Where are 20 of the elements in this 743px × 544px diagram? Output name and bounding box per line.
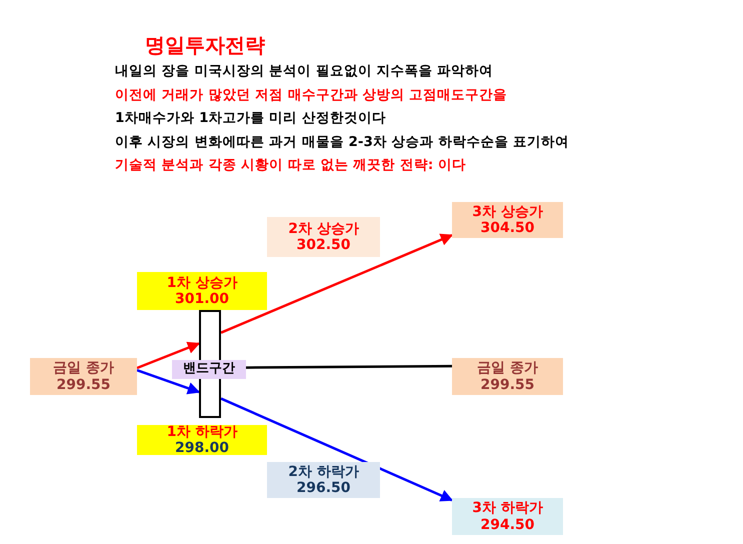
price-box: 2차 상승가 302.50 (267, 217, 380, 257)
arrow (220, 234, 454, 334)
price-box: 금일 종가 299.55 (452, 358, 563, 395)
arrow (220, 397, 454, 502)
arrow (136, 369, 200, 394)
price-box: 3차 상승가 304.50 (452, 202, 563, 238)
price-box: 1차 상승가 301.00 (137, 272, 267, 310)
connector-line (246, 364, 452, 369)
band-label: 밴드구간 (172, 360, 246, 379)
description-line: 이전에 거래가 많았던 저점 매수구간과 상방의 고점매도구간을 (115, 86, 508, 104)
description-line: 기술적 분석과 각종 시황이 따로 없는 깨끗한 전략: 이다 (115, 156, 466, 174)
price-box: 2차 하락가 296.50 (267, 462, 380, 498)
price-box: 3차 하락가 294.50 (452, 498, 563, 535)
description-line: 1차매수가와 1차고가를 미리 산정한것이다 (115, 109, 386, 127)
diagram-title: 명일투자전략 (145, 32, 265, 59)
price-box: 금일 종가 299.55 (30, 358, 137, 395)
price-box: 1차 하락가 298.00 (137, 425, 267, 455)
description-line: 내일의 장을 미국시장의 분석이 필요없이 지수폭을 파악하여 (115, 62, 494, 80)
description-line: 이후 시장의 변화에따른 과거 매물을 2-3차 상승과 하락수순을 표기하여 (115, 132, 569, 150)
arrow (136, 342, 200, 370)
